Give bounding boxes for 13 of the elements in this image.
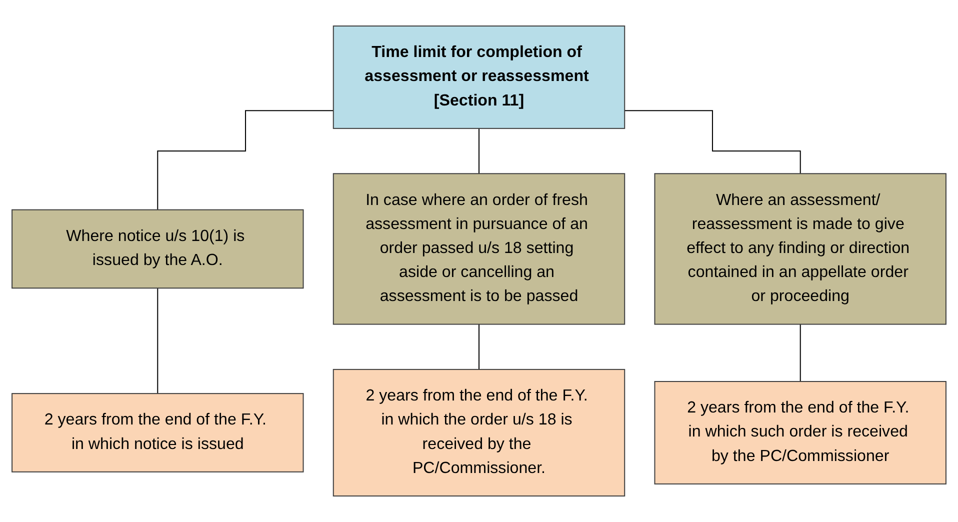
node-box: Where an assessment/ reassessment is made to give effect to any finding or direction contained in an appellate order or proceeding bbox=[654, 173, 946, 325]
node-box: 2 years from the end of the F.Y. in which notice is issued bbox=[12, 393, 304, 472]
node-box: 2 years from the end of the F.Y. in which the order u/s 18 is received by the PC/Commissioner. bbox=[332, 368, 626, 496]
connector bbox=[624, 110, 801, 174]
connector bbox=[478, 324, 480, 370]
node-box: Time limit for completion of assessment or reassessment [Section 11] bbox=[332, 26, 626, 129]
connector bbox=[157, 288, 158, 394]
node-box: 2 years from the end of the F.Y. in which such order is received by the PC/Commissioner bbox=[654, 381, 946, 484]
node-box: In case where an order of fresh assessment in pursuance of an order passed u/s 18 setting aside or cancelling an assessment is to be passed bbox=[332, 173, 626, 325]
connector bbox=[800, 324, 801, 382]
connector bbox=[157, 110, 334, 210]
node-box: Where notice u/s 10(1) is issued by the A.O. bbox=[12, 209, 304, 289]
connector bbox=[478, 128, 480, 174]
